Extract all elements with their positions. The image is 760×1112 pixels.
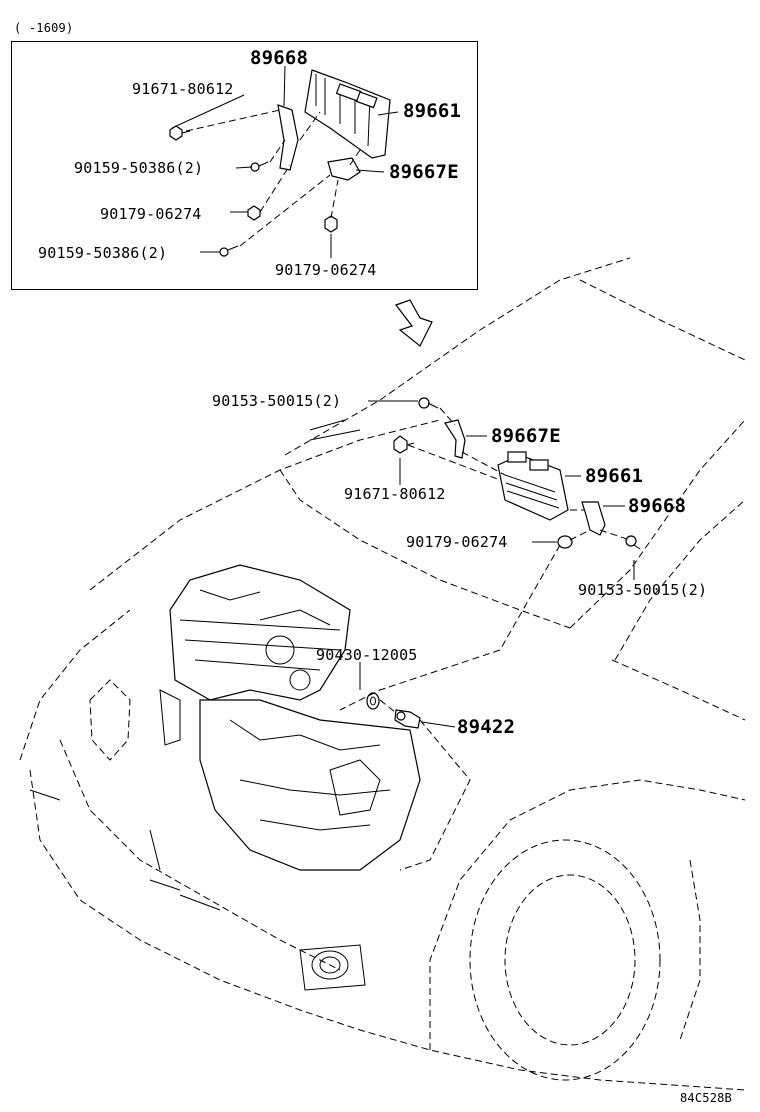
part-label-89667e[interactable]: 89667E xyxy=(491,425,561,447)
sensor-icon xyxy=(394,709,421,729)
part-label-89661[interactable]: 89661 xyxy=(585,465,644,487)
part-label-90159-50386-b[interactable]: 90159-50386(2) xyxy=(38,244,168,262)
part-label-90159-50386-a[interactable]: 90159-50386(2) xyxy=(74,159,204,177)
part-label-90179-06274-a[interactable]: 90179-06274 xyxy=(100,205,202,223)
down-right-arrow-icon xyxy=(395,299,433,347)
inset-frame xyxy=(11,41,478,290)
inset-detail-drawing xyxy=(169,65,399,258)
bracket-89667e xyxy=(444,419,466,459)
part-label-89667e-inset[interactable]: 89667E xyxy=(389,161,459,183)
bolt-icon xyxy=(418,397,439,409)
part-label-89668[interactable]: 89668 xyxy=(628,495,687,517)
part-label-91671-80612[interactable]: 91671-80612 xyxy=(344,485,446,503)
part-label-90153-50015-b[interactable]: 90153-50015(2) xyxy=(578,581,708,599)
part-label-91671-80612-inset[interactable]: 91671-80612 xyxy=(132,80,234,98)
part-label-89422[interactable]: 89422 xyxy=(457,716,516,738)
bolt-icon xyxy=(393,435,415,454)
production-date-note: ( -1609) xyxy=(14,21,74,35)
part-label-90153-50015-a[interactable]: 90153-50015(2) xyxy=(212,392,342,410)
part-label-90179-06274-b[interactable]: 90179-06274 xyxy=(275,261,377,279)
part-label-89668-inset[interactable]: 89668 xyxy=(250,47,309,69)
part-label-89661-inset[interactable]: 89661 xyxy=(403,100,462,122)
bracket-89668-inset xyxy=(277,104,299,171)
part-label-90179-06274[interactable]: 90179-06274 xyxy=(406,533,508,551)
part-label-90430-12005[interactable]: 90430-12005 xyxy=(316,646,418,664)
engine-assembly xyxy=(159,564,421,871)
nut-icon xyxy=(557,535,573,549)
ecu-module xyxy=(497,451,569,521)
bracket-89668 xyxy=(581,501,606,536)
bracket-89667e-inset xyxy=(327,157,361,181)
vehicle-outline xyxy=(19,257,746,1091)
figure-code: 84C528B xyxy=(680,1091,732,1105)
bolt-icon xyxy=(625,535,641,550)
nut-icon xyxy=(247,205,261,221)
